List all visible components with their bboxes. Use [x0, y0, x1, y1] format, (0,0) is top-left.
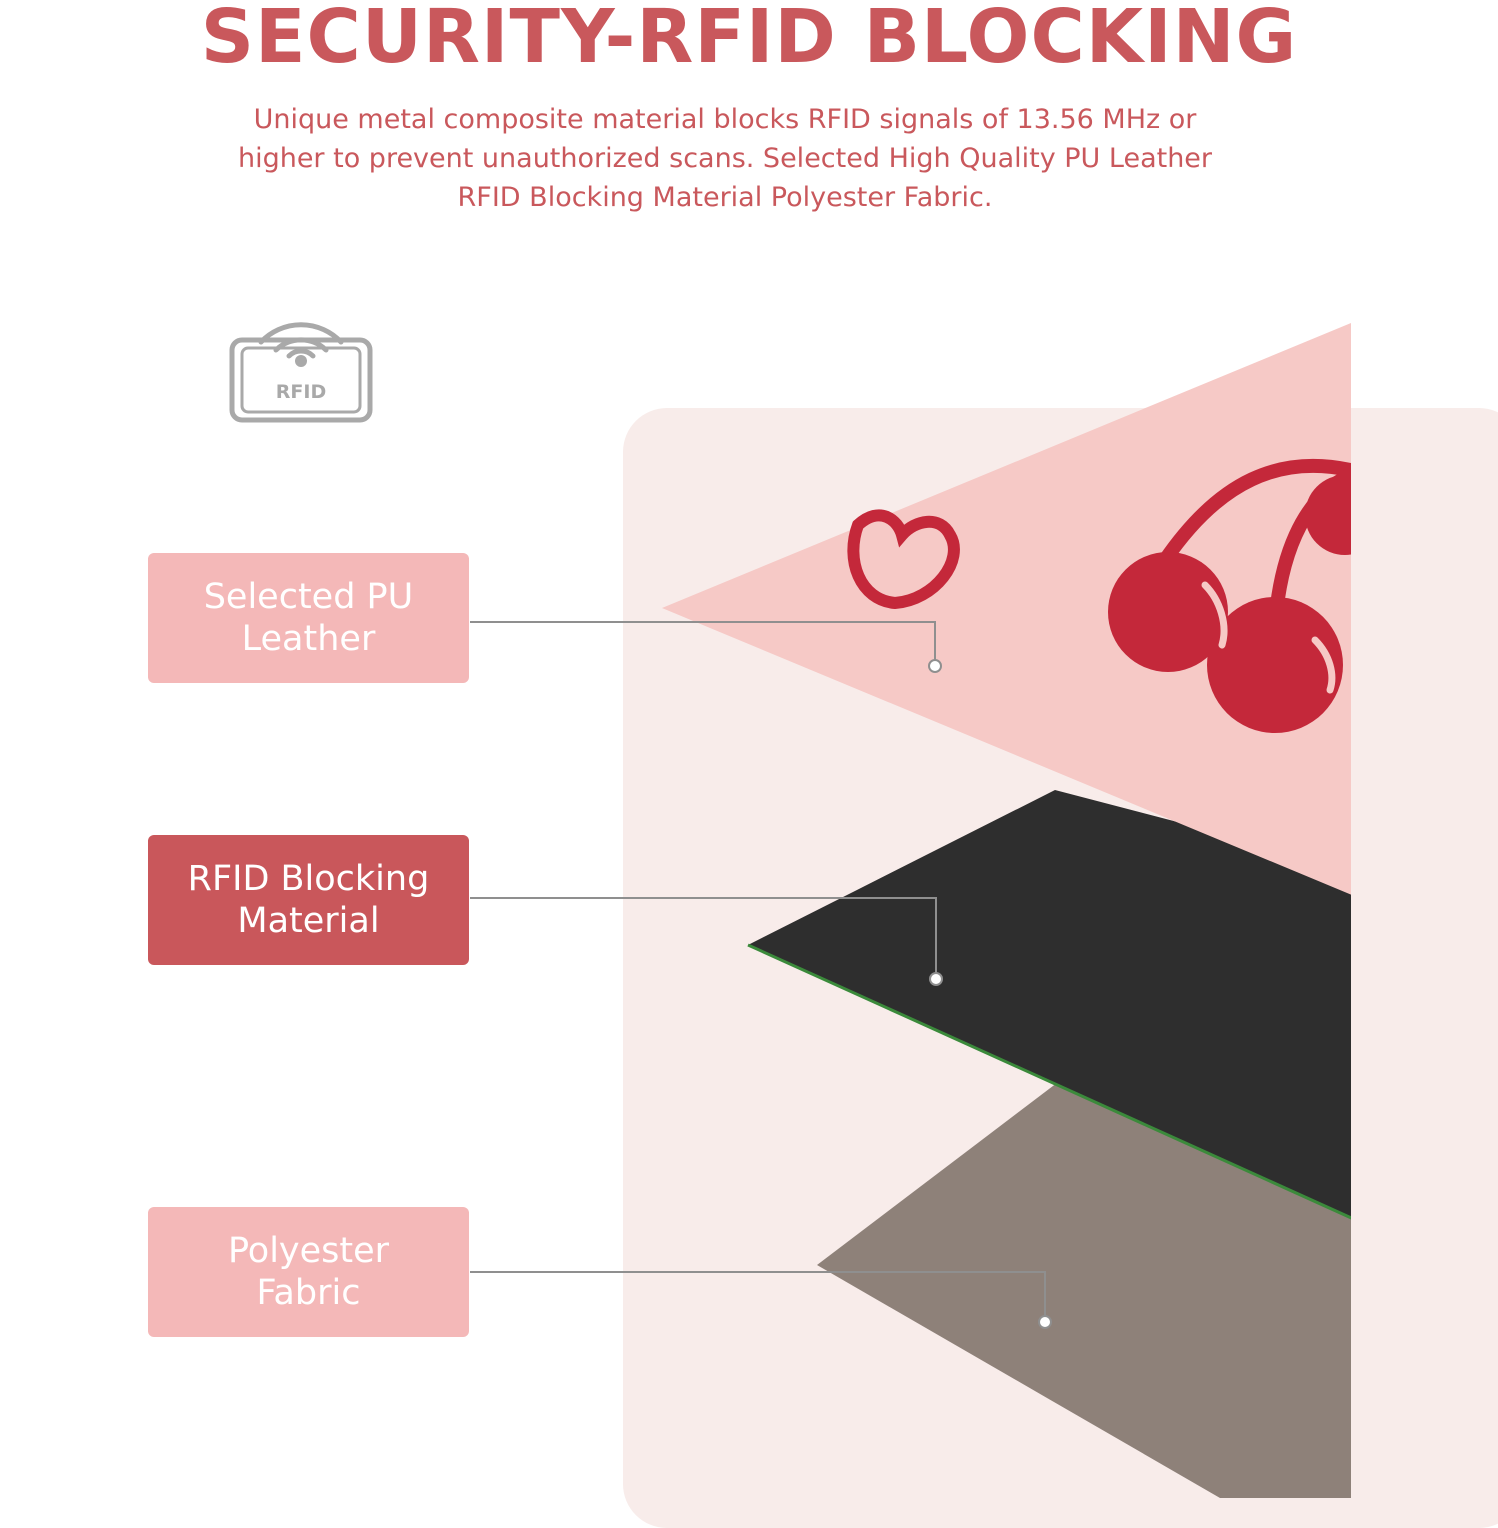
label-pu-leather-line-1: Selected PU [203, 577, 414, 617]
label-rfid-line-1: RFID Blocking [187, 859, 430, 899]
connector-line-polyester-fabric [470, 1271, 1046, 1322]
label-polyester-line-1: Polyester [227, 1231, 390, 1271]
connector-dot-pu-leather [928, 659, 942, 673]
description-line-3: RFID Blocking Material Polyester Fabric. [457, 182, 993, 213]
label-polyester-fabric: Polyester Fabric [148, 1207, 469, 1337]
heart-print [847, 509, 960, 610]
rfid-icon-text: RFID [276, 381, 326, 403]
page-title: SECURITY-RFID BLOCKING [200, 0, 1298, 80]
pu-leather-layer [662, 323, 1351, 895]
connector-dot-polyester-fabric [1038, 1315, 1052, 1329]
rfid-blocking-layer [748, 790, 1351, 1218]
connector-line-pu-leather [470, 621, 936, 666]
description: Unique metal composite material blocks R… [230, 100, 1220, 217]
cherry-print [1108, 458, 1351, 733]
label-polyester-line-2: Fabric [256, 1273, 361, 1313]
label-rfid-line-2: Material [237, 901, 380, 941]
connector-line-rfid-material [470, 897, 937, 979]
rfid-icon: RFID [229, 322, 373, 423]
label-pu-leather: Selected PU Leather [148, 553, 469, 683]
description-line-1: Unique metal composite material blocks R… [253, 104, 1197, 135]
description-line-2: higher to prevent unauthorized scans. Se… [237, 143, 1213, 174]
label-rfid-blocking-material: RFID Blocking Material [148, 835, 469, 965]
label-pu-leather-line-2: Leather [241, 619, 376, 659]
connector-dot-rfid-material [929, 972, 943, 986]
